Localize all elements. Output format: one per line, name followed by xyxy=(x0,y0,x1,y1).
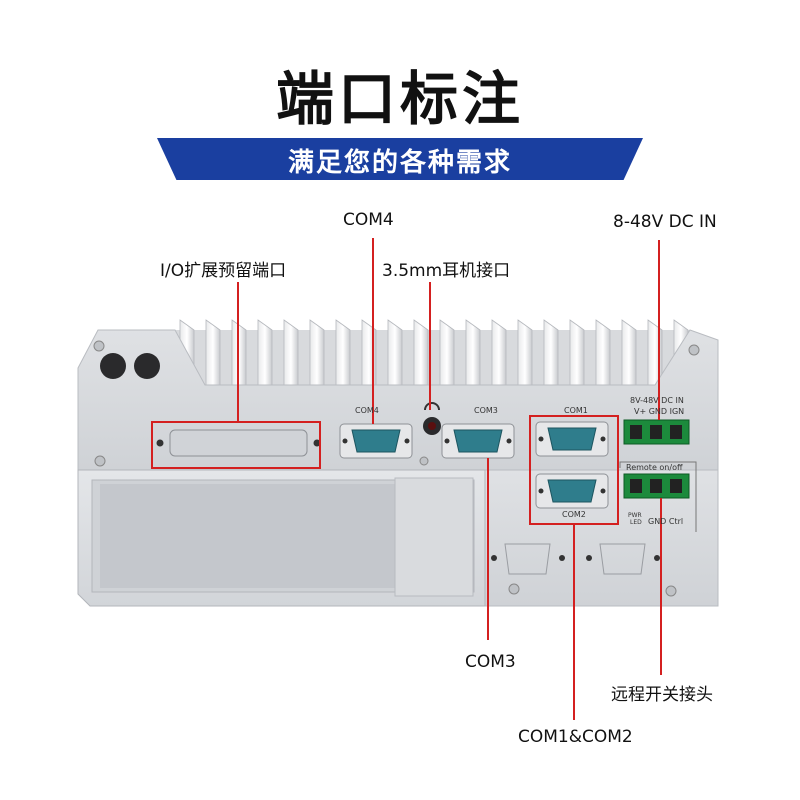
heatsink-fin xyxy=(413,319,429,386)
heatsink-fin xyxy=(309,319,325,386)
heatsink-fin xyxy=(543,319,559,386)
terminal-blocks xyxy=(619,419,697,532)
panel-label-gnd-ctrl: GND Ctrl xyxy=(648,517,684,526)
callout-dc-in: 8-48V DC IN xyxy=(613,212,717,232)
heatsink-fin xyxy=(439,319,455,386)
heatsink-fin xyxy=(283,319,299,386)
callout-com3: COM3 xyxy=(465,652,516,672)
callout-com4: COM4 xyxy=(343,210,394,230)
db9-connectors xyxy=(339,421,609,509)
callout-lines xyxy=(151,238,662,720)
panel-label-com4: COM4 xyxy=(355,406,379,415)
heatsink-fin xyxy=(491,319,507,386)
heatsink-fin xyxy=(335,319,351,386)
heatsink-fin xyxy=(257,319,273,386)
callout-com1-com2: COM1&COM2 xyxy=(518,727,633,747)
heatsink-fin xyxy=(595,319,611,386)
panel-label-pwr: PWR xyxy=(628,512,642,519)
heatsink-fin xyxy=(569,319,585,386)
panel-label-com3: COM3 xyxy=(474,406,498,415)
callout-remote-switch: 远程开关接头 xyxy=(611,685,713,705)
panel-label-dc-in: 8V-48V DC IN xyxy=(630,396,684,405)
panel-label-com1: COM1 xyxy=(564,406,588,415)
callout-io-expansion: I/O扩展预留端口 xyxy=(160,261,287,281)
panel-label-remote: Remote on/off xyxy=(626,463,683,472)
panel-label-com2: COM2 xyxy=(562,510,586,519)
heatsink-fins xyxy=(175,319,690,386)
page-title: 端口标注 xyxy=(275,65,524,133)
callout-audio-jack: 3.5mm耳机接口 xyxy=(382,261,511,281)
panel-label-led: LED xyxy=(630,519,642,526)
heatsink-fin xyxy=(517,319,533,386)
panel-label-dc-pins: V+ GND IGN xyxy=(634,407,685,416)
heatsink-fin xyxy=(621,319,637,386)
heatsink-fin xyxy=(387,319,403,386)
heatsink-fin xyxy=(205,319,221,386)
subtitle-banner xyxy=(157,138,643,180)
heatsink-fin xyxy=(465,319,481,386)
subtitle-text: 满足您的各种需求 xyxy=(287,148,512,178)
